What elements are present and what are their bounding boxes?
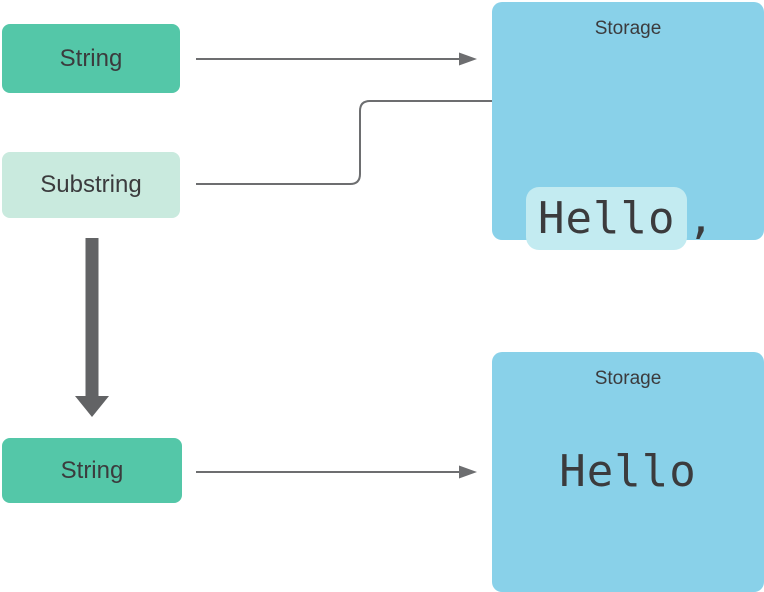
arrow-substring-to-storage-highlight [196, 93, 519, 185]
code-line-1: Hello, [526, 187, 715, 250]
substring-node-label: Substring [40, 171, 142, 198]
substring-node: Substring [2, 152, 180, 218]
storage-top-title: Storage [594, 18, 662, 39]
storage-node-bottom: Storage Hello [492, 352, 764, 592]
string-node-top-label: String [59, 44, 123, 72]
code-line-1-rest: , [687, 193, 715, 244]
storage-bottom-content: Hello [559, 446, 697, 497]
string-node-bottom-label: String [60, 456, 124, 484]
arrow-new-string-to-storage [196, 465, 477, 479]
string-node-bottom: String [2, 438, 182, 503]
arrowhead-icon [459, 465, 477, 479]
storage-node-top: Storage Hello, world! [492, 2, 764, 418]
string-node-top: String [2, 24, 180, 93]
arrow-string-top-to-storage [196, 52, 477, 66]
arrowhead-icon [75, 396, 109, 417]
hello-highlight: Hello [526, 187, 688, 250]
arrow-substring-to-new-string [75, 238, 109, 417]
storage-bottom-title: Storage [594, 368, 662, 389]
arrowhead-icon [459, 52, 477, 66]
arrow-line [196, 100, 497, 185]
